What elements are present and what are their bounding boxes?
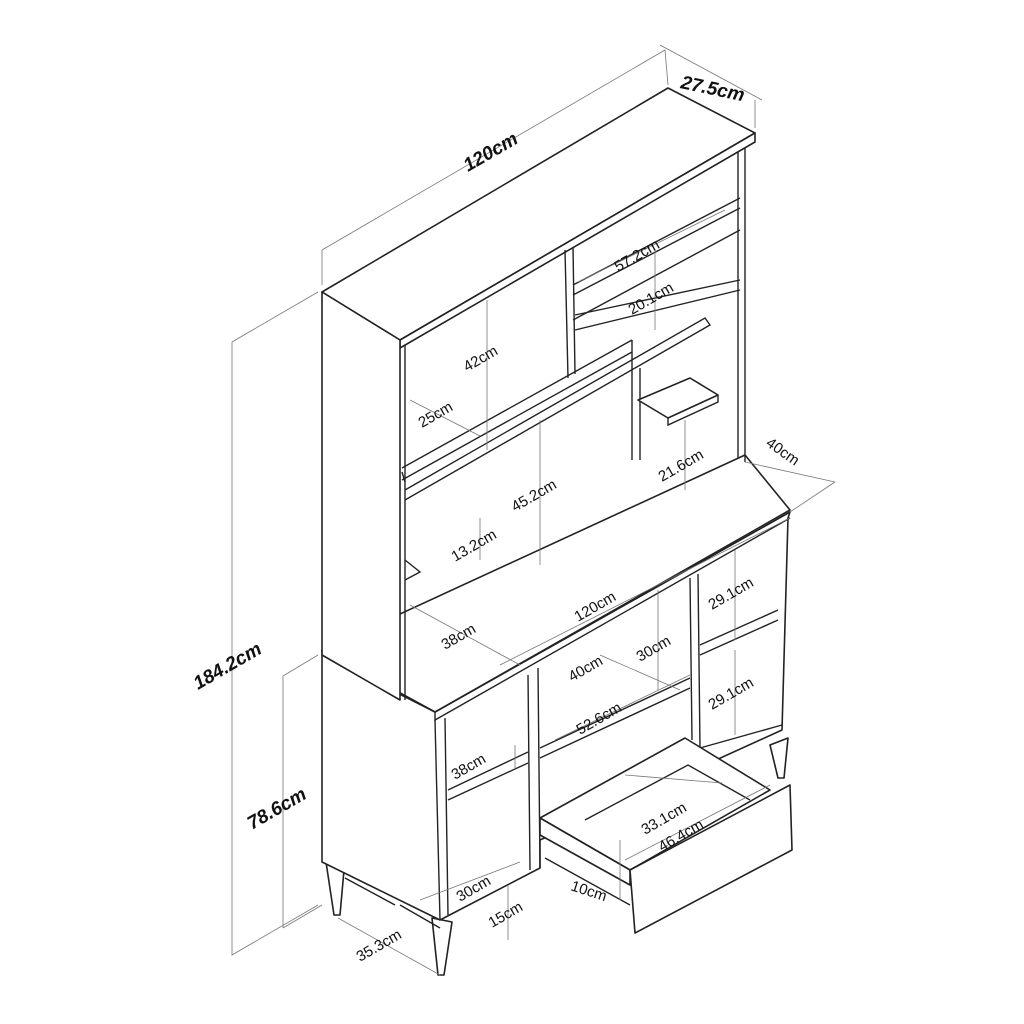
label-base-height: 78.6cm — [244, 784, 310, 834]
label-middle-opening-height: 45.2cm — [509, 476, 560, 515]
hutch — [321, 87, 756, 701]
legs — [325, 737, 789, 976]
label-top-width: 120cm — [460, 129, 522, 177]
label-left-compartment-height: 42cm — [461, 342, 501, 375]
label-desk-depth: 40cm — [763, 434, 803, 469]
dimension-lines — [231, 44, 836, 976]
label-base-side-depth: 35.3cm — [354, 926, 405, 965]
label-left-compartment-depth: 25cm — [416, 398, 456, 431]
label-back-shelf-height: 13.2cm — [449, 526, 500, 565]
label-upper-shelf-height: 20.1cm — [626, 279, 677, 318]
label-total-height: 184.2cm — [190, 639, 266, 695]
open-drawer — [539, 737, 793, 934]
lower-cabinet — [321, 454, 791, 921]
label-drawer-height: 10cm — [569, 878, 609, 906]
label-leg-height: 15cm — [486, 898, 526, 931]
